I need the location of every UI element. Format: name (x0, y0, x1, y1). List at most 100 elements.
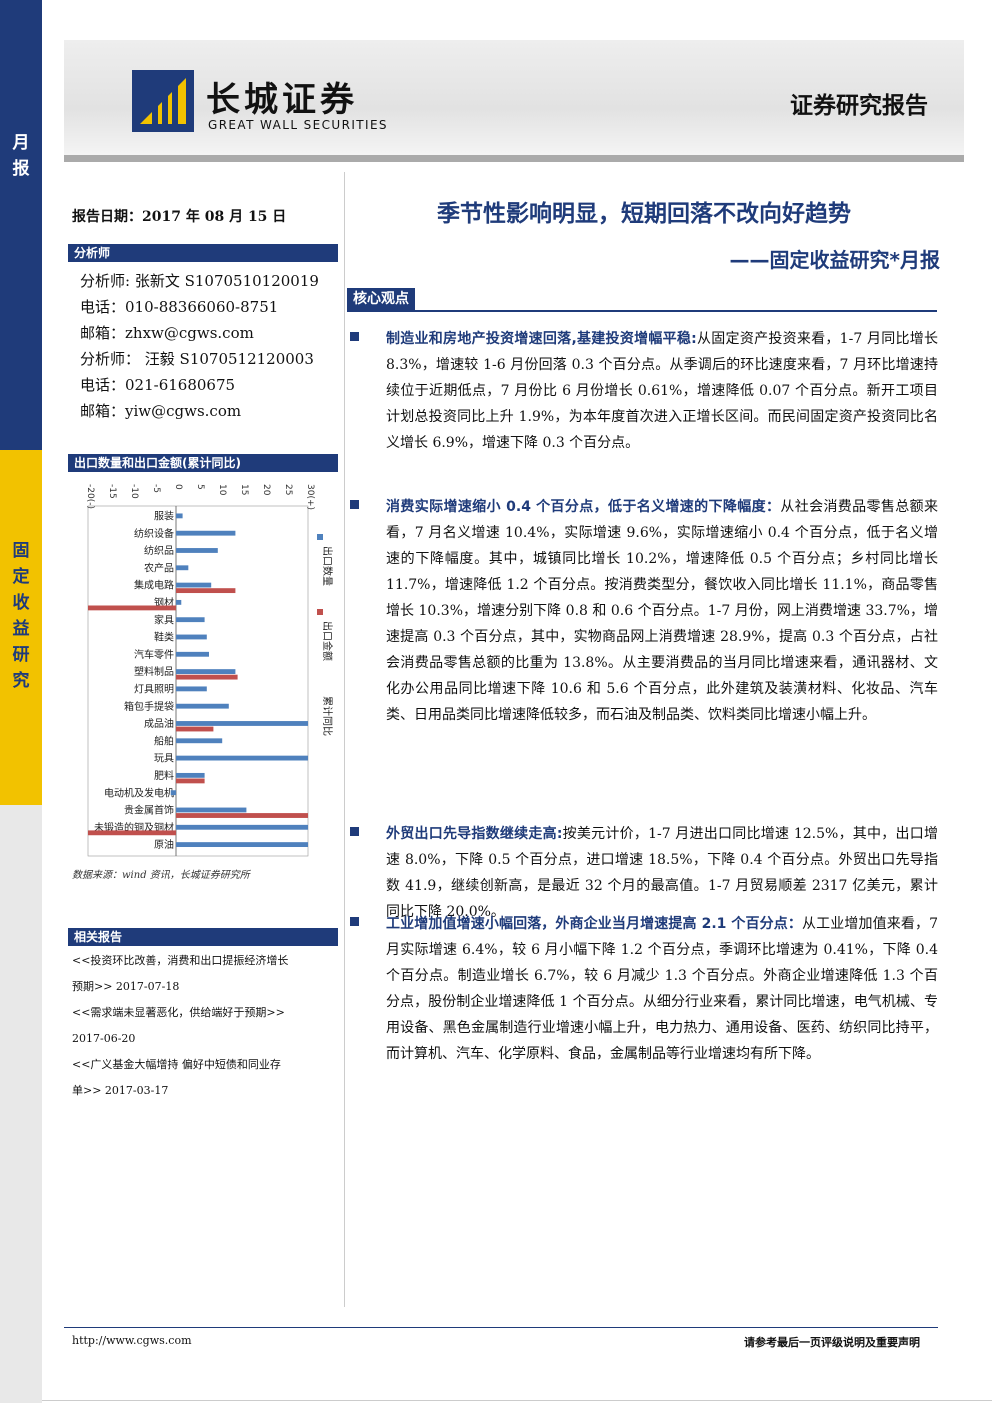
category-label: 玩具 (154, 753, 174, 765)
category-label: 集成电路 (134, 579, 174, 592)
bar-export-value (176, 674, 238, 680)
core-bullet-industry: 工业增加值增速小幅回落，外商企业当月增速提高 2.1 个百分点：从工业增加值来看… (350, 911, 938, 1067)
analyst-line: 邮箱：yiw@cgws.com (80, 402, 242, 420)
legend-label: 出口金额 (321, 621, 334, 661)
category-label: 灯具照明 (134, 684, 174, 696)
x-tick-label: 25 (283, 484, 293, 495)
category-label: 鞋类 (154, 631, 174, 644)
legend-swatch (317, 534, 323, 540)
related-report-link[interactable]: <<广义基金大幅增持 偏好中短债和同业存 (72, 1058, 281, 1071)
bar-export-volume (176, 513, 183, 519)
footer-url-link[interactable]: http://www.cgws.com (72, 1334, 192, 1347)
bar-export-value (176, 726, 214, 732)
bullet-lead: 外贸出口先导指数继续走高: (386, 826, 563, 842)
related-reports-heading: 相关报告 (68, 928, 338, 946)
bar-export-volume (176, 721, 308, 726)
x-tick-label: 5 (195, 484, 205, 490)
analyst-heading: 分析师 (68, 244, 338, 262)
category-label: 服装 (154, 510, 174, 523)
core-bullet-consumption: 消费实际增速缩小 0.4 个百分点，低于名义增速的下降幅度：从社会消费品零售总额… (350, 494, 938, 728)
bar-export-volume (176, 548, 218, 553)
category-label: 贵金属首饰 (124, 804, 174, 817)
report-subtitle: ——固定收益研究*月报 (729, 248, 940, 272)
core-bullet-investment: 制造业和房地产投资增速回落,基建投资增幅平稳:从固定资产投资来看，1-7 月同比… (350, 326, 938, 456)
analyst-info: 分析师: 张新文 S1070510120019 电话：010-88366060-… (80, 268, 319, 424)
bar-export-volume (176, 669, 236, 675)
bar-export-volume (176, 634, 207, 640)
legend-label: 出口数量 (321, 546, 334, 586)
report-title: 季节性影响明显，短期回落不改向好趋势 (437, 201, 851, 227)
chart-heading: 出口数量和出口金额(累计同比) (68, 454, 338, 472)
bar-export-volume (176, 738, 223, 744)
x-tick-label: -20(-) (85, 484, 95, 509)
bullet-body: 从社会消费品零售总额来看，7 月名义增速 10.4%，实际增速 9.6%，实际增… (386, 499, 938, 723)
bar-export-volume (176, 842, 308, 848)
x-tick-label: 10 (217, 484, 227, 496)
category-label: 原油 (154, 838, 174, 851)
x-tick-label: -10 (129, 484, 139, 499)
sidebar-category-label: 固定收益研究 (12, 541, 30, 691)
bar-export-volume (176, 582, 212, 588)
sidebar-month-label: 月报 (12, 133, 30, 179)
category-label: 船舶 (154, 734, 174, 747)
bar-export-value (88, 830, 176, 836)
bar-export-volume (176, 530, 236, 536)
bar-export-volume (176, 703, 229, 709)
bar-export-value (176, 813, 308, 818)
analyst-line: 分析师： 汪毅 S1070512120003 (80, 350, 314, 368)
analyst-line: 分析师: 张新文 S1070510120019 (80, 272, 319, 290)
bullet-square-icon (350, 500, 359, 509)
category-label: 成品油 (144, 717, 174, 730)
bar-export-volume (176, 651, 209, 657)
report-type: 证券研究报告 (790, 93, 928, 119)
x-tick-label: -15 (107, 484, 117, 499)
logo-english-name: GREAT WALL SECURITIES (208, 118, 388, 132)
category-label: 肥料 (154, 769, 174, 782)
chart-source: 数据来源：wind 资讯，长城证券研究所 (72, 870, 250, 881)
related-report-link[interactable]: 预期>> 2017-07-18 (72, 980, 180, 993)
page-bottom-line (42, 1400, 992, 1401)
bar-export-volume (176, 565, 189, 571)
bar-export-value (176, 588, 236, 594)
bar-export-volume (176, 807, 247, 813)
related-reports-list: <<投资环比改善，消费和出口提振经济增长 预期>> 2017-07-18 <<需… (72, 948, 342, 1104)
sidebar-grey-band (0, 805, 42, 1403)
category-label: 电动机及发电机 (104, 786, 174, 799)
bar-export-value (88, 605, 176, 611)
x-tick-label: 20 (261, 484, 271, 496)
bar-export-volume (176, 599, 182, 605)
bar-export-volume (176, 755, 308, 761)
bullet-lead: 工业增加值增速小幅回落，外商企业当月增速提高 2.1 个百分点： (386, 916, 802, 932)
column-divider (344, 172, 345, 1307)
category-label: 纺织设备 (134, 527, 174, 540)
legend-label: 累计同比 (321, 696, 334, 736)
bullet-square-icon (350, 827, 359, 836)
bullet-body: 从工业增加值来看，7 月实际增速 6.4%，较 6 月小幅下降 1.2 个百分点… (386, 916, 938, 1062)
related-report-link[interactable]: <<投资环比改善，消费和出口提振经济增长 (72, 954, 289, 967)
footer-disclaimer-note: 请参考最后一页评级说明及重要声明 (744, 1336, 920, 1349)
footer-divider (64, 1327, 938, 1328)
header-divider (64, 155, 964, 162)
bar-export-volume (176, 824, 308, 830)
category-label: 纺织品 (144, 544, 174, 557)
bar-export-volume (170, 790, 176, 796)
bar-export-volume (176, 686, 207, 692)
header-banner (64, 40, 964, 155)
core-view-header: 核心观点 (347, 288, 937, 312)
related-report-link[interactable]: <<需求端未显著恶化，供给端好于预期>> (72, 1006, 285, 1019)
chart-plot-frame (87, 505, 309, 857)
bullet-body: 按美元计价，1-7 月进出口同比增速 12.5%，其中，出口增速 8.0%，下降… (386, 826, 938, 920)
category-label: 农产品 (144, 561, 174, 574)
bullet-square-icon (350, 332, 359, 341)
logo-chinese-name: 长城证券 (206, 80, 358, 120)
bullet-square-icon (350, 917, 359, 926)
related-report-link[interactable]: 2017-06-20 (72, 1032, 136, 1045)
sidebar-gold-band (0, 450, 42, 805)
bar-export-value (176, 778, 205, 784)
bullet-lead: 消费实际增速缩小 0.4 个百分点，低于名义增速的下降幅度： (386, 499, 781, 515)
related-report-link[interactable]: 单>> 2017-03-17 (72, 1084, 169, 1097)
x-tick-label: 30(+) (305, 484, 315, 510)
x-tick-label: 0 (173, 484, 183, 490)
bullet-lead: 制造业和房地产投资增速回落,基建投资增幅平稳: (386, 331, 697, 347)
